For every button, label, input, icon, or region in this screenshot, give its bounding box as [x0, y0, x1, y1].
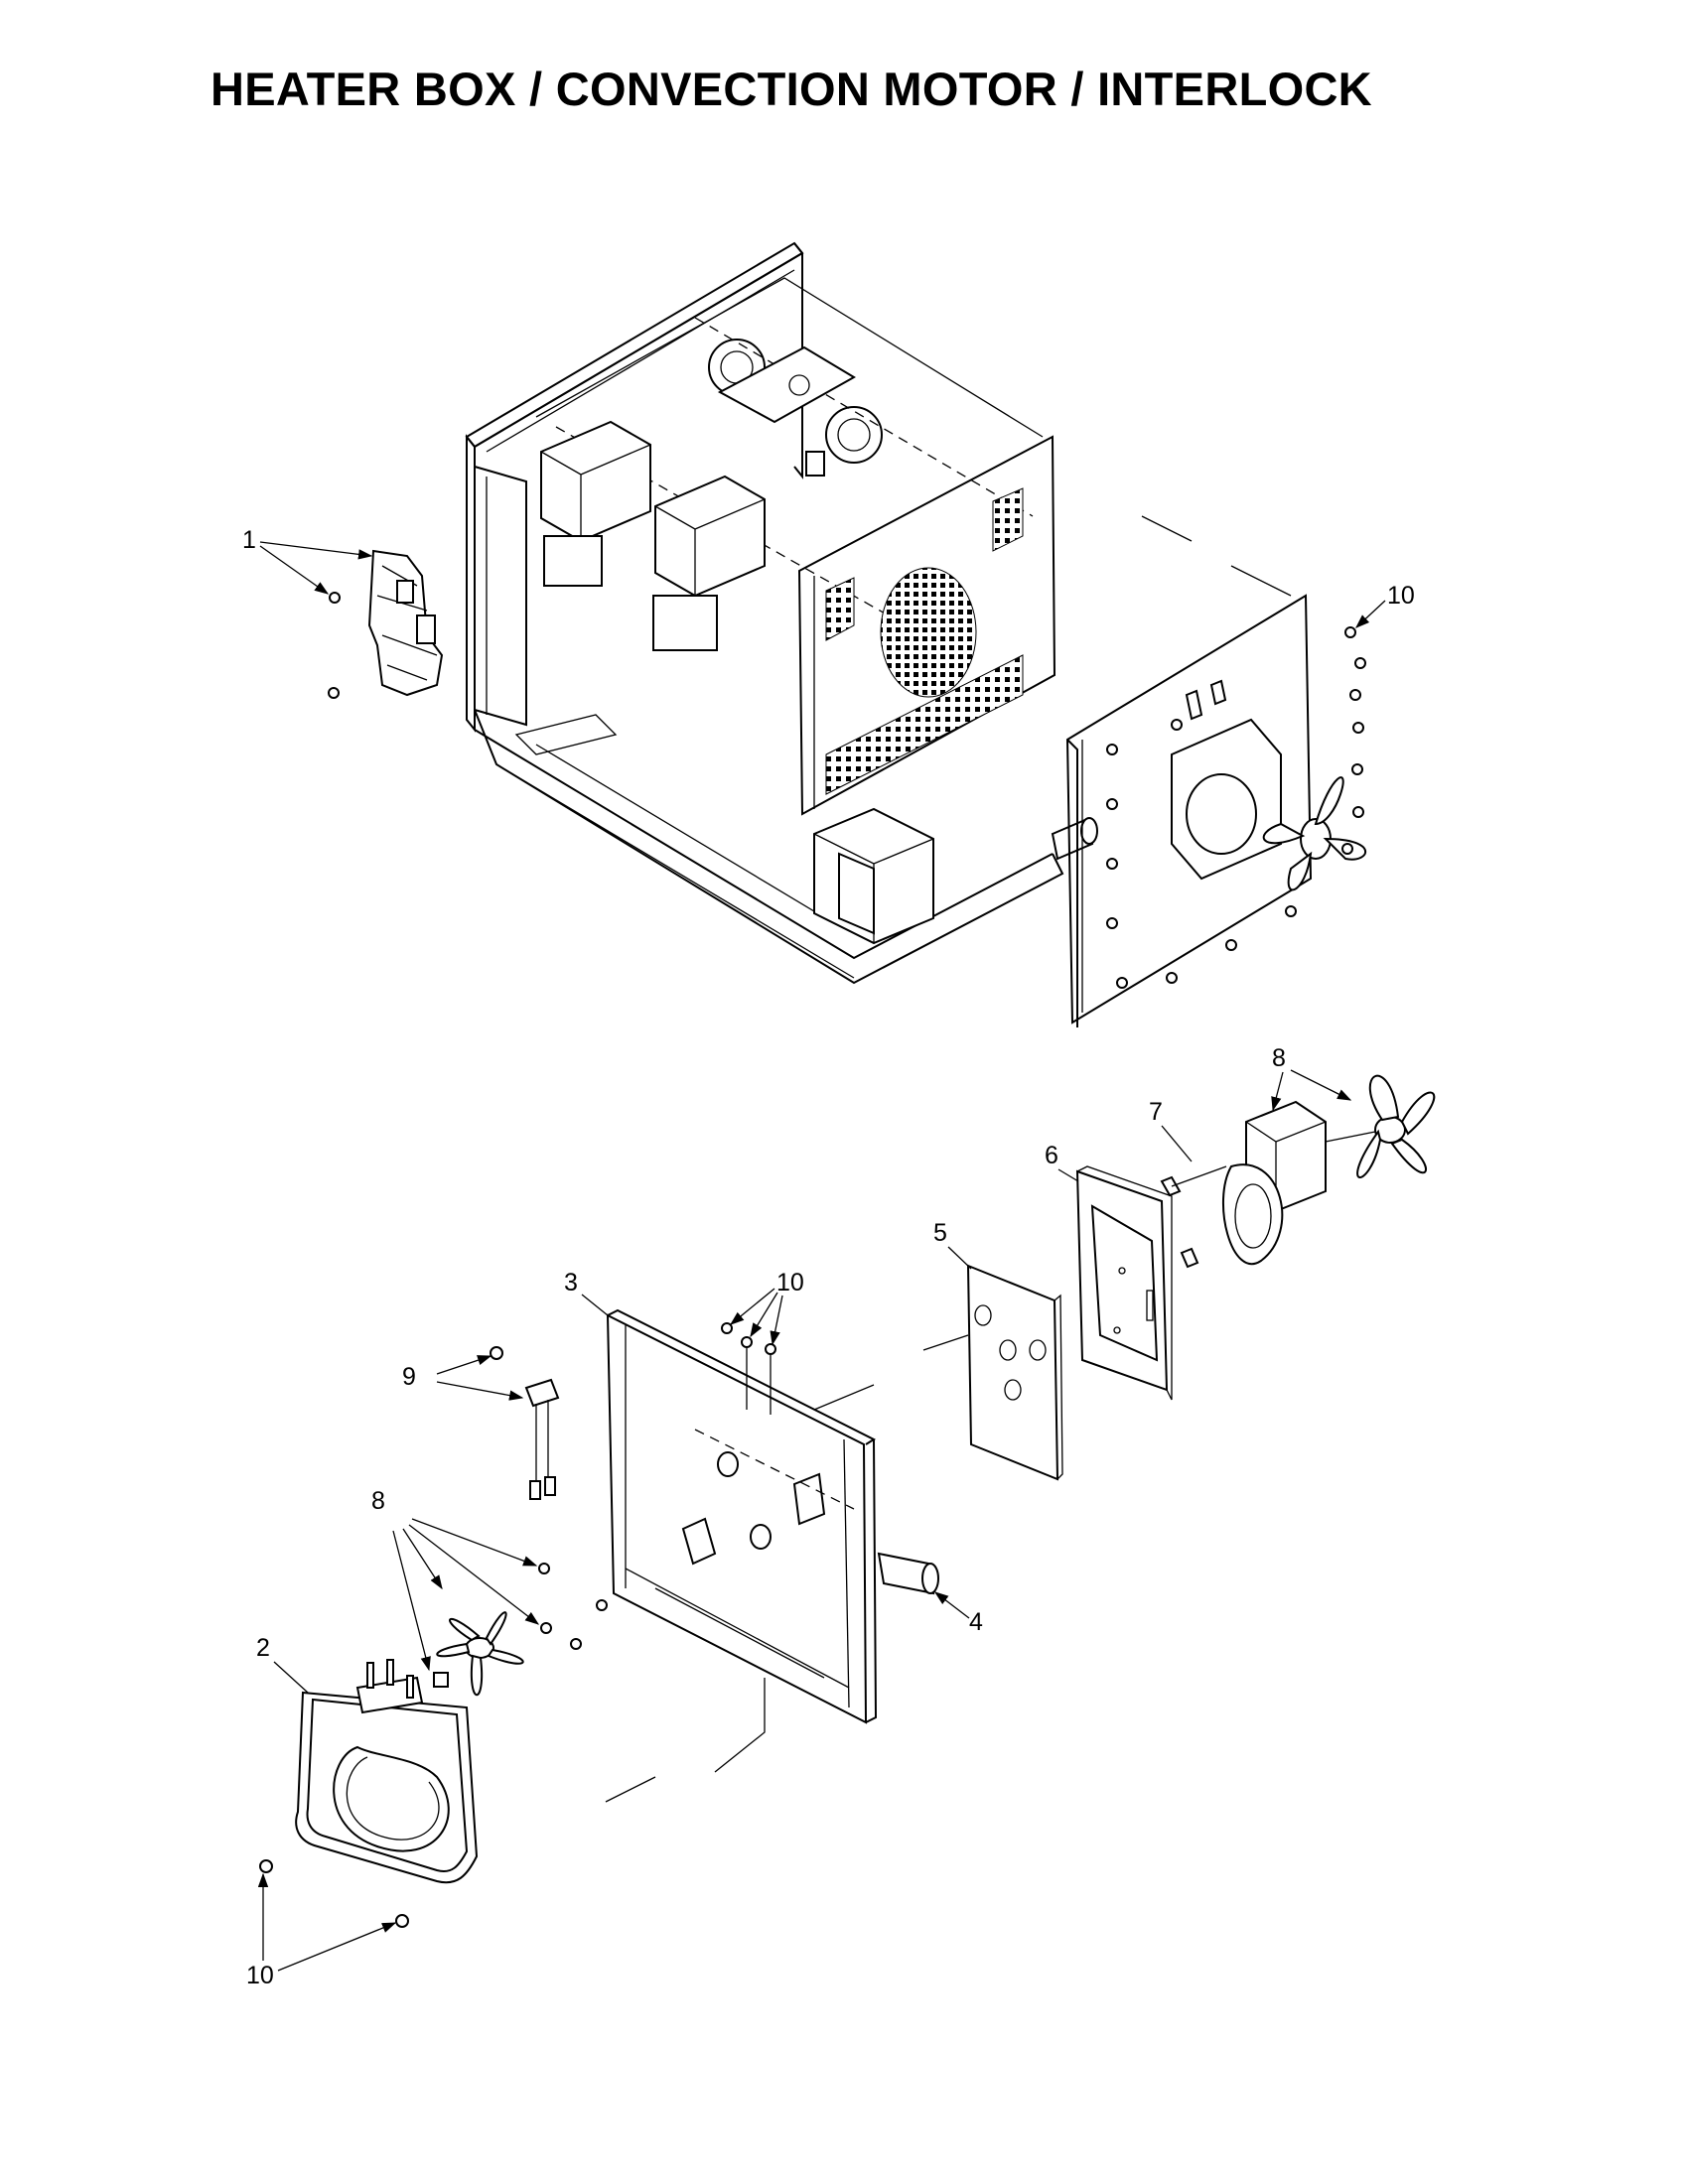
callout-10-lower: 10: [246, 1872, 397, 1989]
transformer: [813, 807, 934, 945]
cavity-side-panel: [797, 435, 1056, 816]
insulation-panel: [966, 1264, 1063, 1481]
callout-label-2: 2: [256, 1634, 270, 1662]
motor-plate-assembly-installed: [1065, 594, 1367, 1027]
magnetron-right: [652, 475, 766, 651]
interlock-switch-assembly: [328, 549, 444, 699]
motor-plate: [1075, 1165, 1173, 1401]
callout-3: 3: [564, 1269, 609, 1316]
page-title: HEATER BOX / CONVECTION MOTOR / INTERLOC…: [211, 63, 1372, 115]
base-bushing: [1051, 817, 1098, 861]
callout-label-10-lower: 10: [246, 1962, 274, 1989]
callout-label-8-lower: 8: [371, 1487, 385, 1515]
callout-10-box: 10: [729, 1269, 804, 1346]
callout-label-1: 1: [242, 526, 256, 554]
callout-label-5: 5: [933, 1219, 947, 1247]
callout-9: 9: [402, 1355, 524, 1401]
callout-label-6: 6: [1045, 1142, 1058, 1169]
leader-dash-4: [813, 1384, 875, 1411]
callout-label-9: 9: [402, 1363, 416, 1391]
callout-label-10-upper: 10: [1387, 582, 1415, 610]
callout-label-7: 7: [1149, 1098, 1163, 1126]
heater-element: [259, 1659, 479, 1928]
mounting-screws-upper: [1106, 626, 1366, 989]
oven-cabinet-assembly: [465, 241, 1098, 985]
fan-nut: [538, 1563, 550, 1574]
screw-left-a: [596, 1599, 608, 1611]
interlock-bracket: [490, 1346, 560, 1500]
box-top-screws: [721, 1322, 776, 1415]
leader-dash-1: [1141, 515, 1193, 542]
callout-2: 2: [256, 1634, 309, 1694]
thermal-sensor: [1160, 1165, 1227, 1269]
callout-4: 4: [933, 1591, 983, 1636]
fan-washer: [540, 1622, 552, 1634]
fan-blade-lower: [436, 1611, 524, 1697]
leader-dash-2: [1230, 565, 1292, 597]
screw-left-b: [570, 1638, 582, 1650]
magnetron-left: [540, 420, 651, 587]
heater-box: [605, 1308, 878, 1803]
callout-7: 7: [1149, 1098, 1193, 1162]
callout-label-10-box: 10: [776, 1269, 804, 1297]
fan-hub: [433, 1672, 449, 1688]
callout-6: 6: [1045, 1142, 1079, 1182]
callout-1: 1: [242, 526, 373, 595]
leader-dash-3: [922, 1334, 969, 1351]
bushing: [877, 1552, 939, 1595]
stirrer-gears: [708, 339, 883, 477]
callout-10-upper: 10: [1355, 582, 1415, 628]
fan-blade-upper: [1325, 1074, 1436, 1178]
convection-motor: [1222, 1100, 1327, 1265]
callout-label-4: 4: [969, 1608, 983, 1636]
callout-label-8-upper: 8: [1272, 1044, 1286, 1072]
callout-5: 5: [933, 1219, 972, 1270]
callout-8-upper: 8: [1271, 1044, 1352, 1112]
base-tray: [474, 709, 1064, 985]
callout-label-3: 3: [564, 1269, 578, 1297]
callout-8-lower: 8: [371, 1487, 540, 1672]
